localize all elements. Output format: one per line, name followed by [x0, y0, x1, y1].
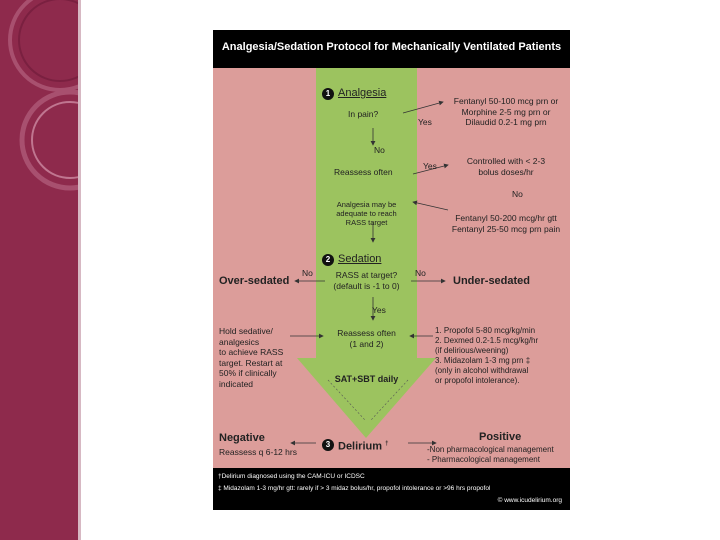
delirium-heading: Delirium †	[338, 440, 389, 453]
positive-label: Positive	[479, 431, 522, 443]
protocol-poster: Analgesia/Sedation Protocol for Mechanic…	[213, 30, 570, 510]
big-down-arrow	[297, 358, 436, 438]
analgesia-heading: Analgesia	[338, 87, 387, 99]
arrow-yes-to-opioids	[402, 100, 444, 114]
decorative-rings	[8, 0, 78, 191]
controlled-question: Controlled with < 2-3 bolus doses/hr	[466, 156, 546, 177]
sidebar-edge	[78, 0, 81, 540]
negative-label: Negative	[219, 432, 265, 444]
controlled-no: No	[512, 189, 523, 199]
poster-header: Analgesia/Sedation Protocol for Mechanic…	[213, 30, 570, 68]
rass-yes: Yes	[372, 305, 386, 315]
positive-management: -Non pharmacological management - Pharma…	[427, 445, 554, 464]
flow-connectors	[290, 100, 449, 446]
rass-no-left: No	[302, 268, 313, 278]
rass-no-right: No	[415, 268, 426, 278]
sat-sbt-daily: SAT+SBT daily	[334, 374, 399, 384]
dotted-left	[327, 379, 366, 421]
in-pain-question: In pain?	[348, 109, 379, 119]
footnote-midazolam: ‡ Midazolam 1-3 mg/hr gtt: rarely if > 3…	[218, 485, 491, 492]
arrow-controlled-to-note	[412, 200, 449, 211]
slide-sidebar	[0, 0, 78, 540]
under-sedated-label: Under-sedated	[453, 275, 531, 287]
footnote-delirium: †Delirium diagnosed using the CAM-ICU or…	[218, 473, 365, 480]
reassess-often: Reassess often	[334, 167, 393, 177]
step-3-badge: 3	[322, 439, 334, 451]
poster-footer: †Delirium diagnosed using the CAM-ICU or…	[213, 468, 570, 510]
rass-question: RASS at target? (default is -1 to 0)	[333, 270, 400, 291]
over-sedated-label: Over-sedated	[219, 275, 290, 287]
poster-title: Analgesia/Sedation Protocol for Mechanic…	[221, 41, 562, 53]
step-1-badge: 1	[322, 88, 334, 100]
over-sedated-action: Hold sedative/ analgesics to achieve RAS…	[219, 326, 284, 389]
negative-note: Reassess q 6-12 hrs	[219, 447, 297, 457]
reassess-1-2: Reassess often (1 and 2)	[337, 328, 396, 349]
sedation-heading: Sedation	[338, 253, 382, 265]
footer-copyright: © www.icudelirium.org	[497, 497, 562, 504]
reassess-yes: Yes	[423, 161, 437, 171]
dotted-right	[370, 379, 409, 421]
in-pain-no: No	[374, 145, 385, 155]
center-flow-lane	[316, 68, 417, 358]
analgesia-note: Analgesia may be adequate to reach RASS …	[336, 200, 397, 227]
opioid-prn-options: Fentanyl 50-100 mcg prn or Morphine 2-5 …	[453, 96, 559, 127]
under-sedated-options: 1. Propofol 5-80 mcg/kg/min 2. Dexmed 0.…	[435, 326, 539, 385]
fentanyl-drip: Fentanyl 50-200 mcg/hr gtt Fentanyl 25-5…	[451, 213, 561, 234]
step-2-badge: 2	[322, 254, 334, 266]
in-pain-yes: Yes	[418, 117, 432, 127]
arrow-reassess-to-controlled	[412, 163, 449, 175]
